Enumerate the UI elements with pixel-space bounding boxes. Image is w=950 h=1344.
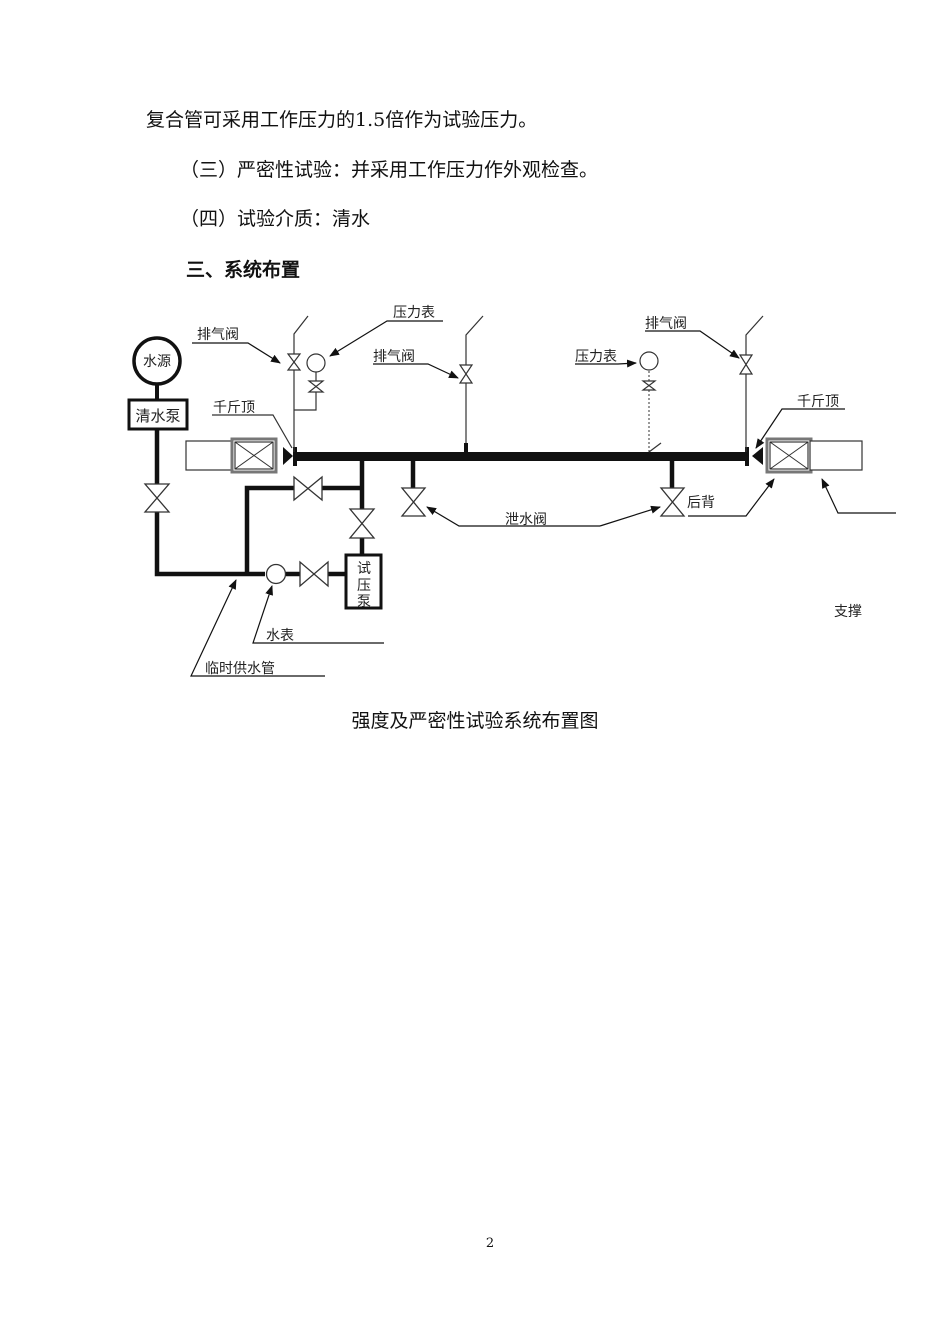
- jack-right: [752, 437, 863, 474]
- vent-valve-middle-label: 排气阀: [373, 349, 415, 365]
- water-source-label: 水源: [143, 354, 171, 370]
- pressure-gauge-left-label: 压力表: [393, 305, 435, 321]
- gauge-valve-right-icon: [641, 380, 657, 391]
- test-pump-label-1: 试: [357, 561, 371, 577]
- water-meter-icon: [265, 563, 287, 585]
- pressure-gauge-left-icon: [306, 353, 326, 373]
- test-pump-valve-icon: [348, 508, 376, 539]
- drain-valve-label: 泄水阀: [505, 512, 547, 528]
- water-meter-label: 水表: [266, 628, 294, 644]
- back-wall-label: 后背: [687, 495, 715, 511]
- figure-caption: 强度及严密性试验系统布置图: [351, 710, 599, 732]
- gauge-valve-left-icon: [307, 380, 325, 393]
- temp-supply-pipe-label: 临时供水管: [205, 661, 275, 677]
- clean-water-pump: 清水泵: [127, 398, 189, 431]
- vent-valve-right-label: 排气阀: [645, 316, 687, 332]
- vent-valve-middle-icon: [458, 364, 474, 384]
- section-heading: 三、系统布置: [186, 259, 301, 281]
- drain-valve-right-icon: [659, 487, 686, 517]
- pressure-gauge-right-label: 压力表: [575, 349, 617, 365]
- vent-valve-right-icon: [738, 354, 754, 375]
- test-pump-label-2: 压: [357, 578, 371, 594]
- clean-water-pump-label: 清水泵: [135, 407, 180, 425]
- vent-valve-left-label: 排气阀: [197, 327, 239, 343]
- paragraph-test-pressure: 复合管可采用工作压力的1.5倍作为试验压力。: [146, 109, 538, 131]
- jack-left-label: 千斤顶: [213, 400, 255, 416]
- main-test-pipe: [294, 452, 748, 461]
- paragraph-tightness-test: （三）严密性试验：并采用工作压力作外观检查。: [180, 159, 599, 181]
- pump-outlet-valve-icon: [143, 483, 171, 513]
- jack-right-label: 千斤顶: [797, 394, 839, 410]
- paragraph-test-medium: （四）试验介质：清水: [180, 208, 371, 230]
- support-label: 支撑: [834, 604, 862, 620]
- vent-valve-left-icon: [286, 353, 302, 371]
- drain-valve-left-icon: [400, 487, 427, 517]
- jack-left: [185, 437, 293, 474]
- test-pump: 试 压 泵: [344, 553, 383, 610]
- water-source: 水源: [132, 336, 182, 386]
- pump-inlet-valve-icon: [299, 560, 329, 588]
- test-system-diagram: 水源 清水泵 试 压 泵: [127, 305, 896, 677]
- bypass-valve-icon: [293, 475, 323, 502]
- pressure-gauge-right-icon: [639, 351, 659, 371]
- test-pump-label-3: 泵: [357, 594, 371, 610]
- page-number: 2: [485, 1236, 495, 1251]
